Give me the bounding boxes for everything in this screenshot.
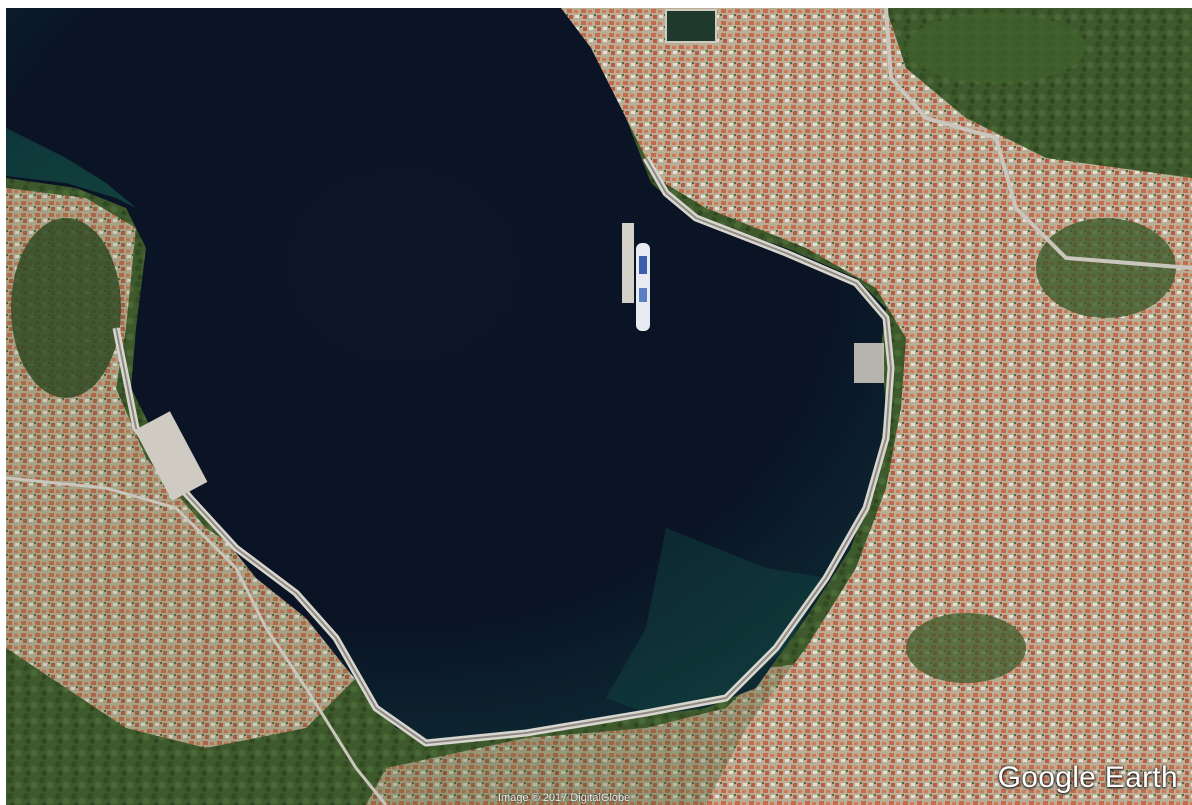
google-earth-logo: Google Earth — [997, 761, 1178, 794]
satellite-imagery — [6, 8, 1192, 805]
imagery-credit: Image © 2017 DigitalGlobe — [498, 792, 631, 804]
map-view[interactable]: Image © 2017 DigitalGlobe Google Earth — [6, 8, 1192, 805]
